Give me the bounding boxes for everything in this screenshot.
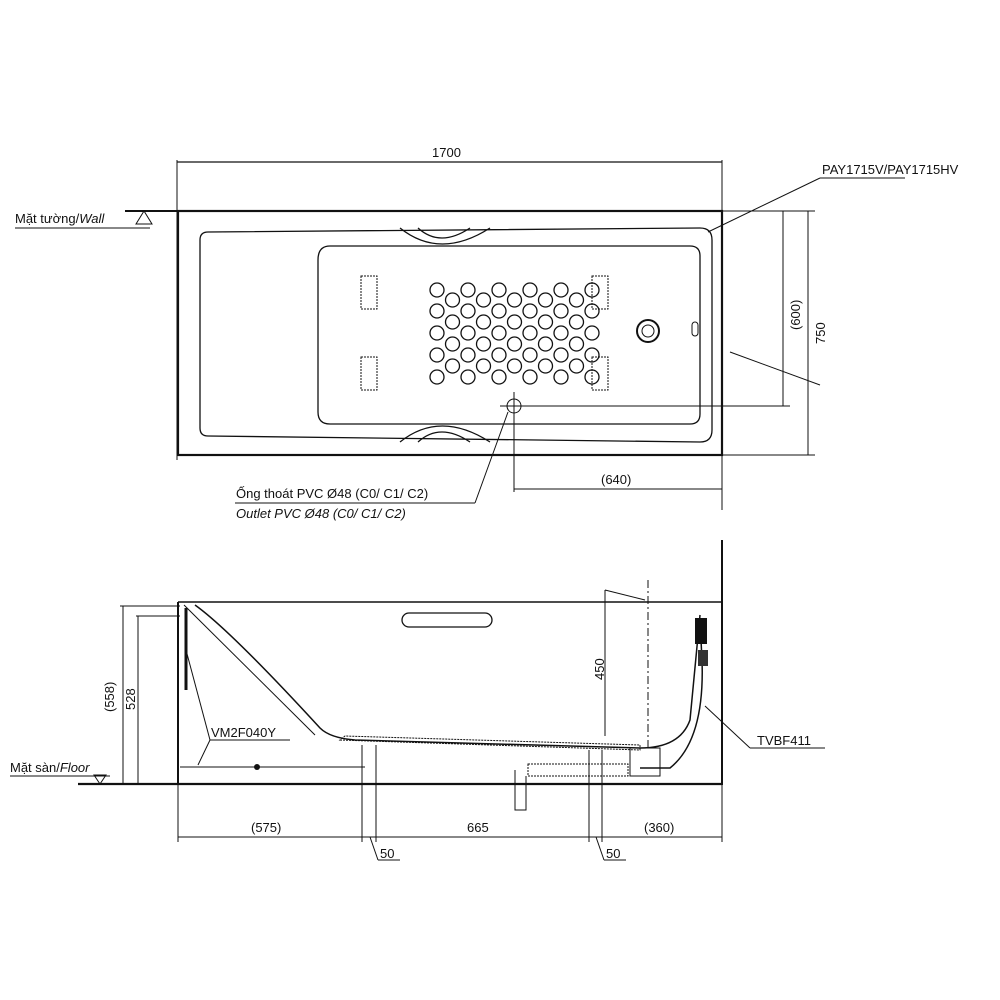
dimension-left: (575) xyxy=(251,820,281,835)
anti-slip-dot xyxy=(568,336,585,352)
anti-slip-dot xyxy=(537,314,554,330)
drain-overflow-pipe xyxy=(640,619,703,769)
anti-slip-dot xyxy=(460,325,476,341)
anti-slip-dot xyxy=(584,282,600,298)
anti-slip-dot xyxy=(491,282,507,298)
anti-slip-dot xyxy=(584,369,600,385)
anti-slip-dot xyxy=(444,292,461,308)
anti-slip-dot xyxy=(460,282,476,298)
top-view: 1700 Mặt tường/Wall PAY1715V/PAY1715HV xyxy=(15,145,959,521)
anti-slip-dot xyxy=(568,314,585,330)
anti-slip-dot xyxy=(444,358,461,374)
anti-slip-dot xyxy=(491,303,507,319)
anti-slip-dot xyxy=(475,336,492,352)
anti-slip-dot xyxy=(475,358,492,374)
overflow-inner-icon xyxy=(641,324,655,338)
anti-slip-dot xyxy=(568,358,585,374)
anti-slip-dot xyxy=(506,314,523,330)
anti-slip-dot xyxy=(506,336,523,352)
anti-slip-dot xyxy=(491,347,507,363)
trap-fitting xyxy=(629,747,661,777)
drain-outlet-pipe xyxy=(514,770,527,811)
tub-rim xyxy=(199,227,713,443)
anti-slip-dot xyxy=(522,347,538,363)
anti-slip-dot xyxy=(444,314,461,330)
faucet-hole xyxy=(691,321,699,337)
leg-width-dimension-1: 50 xyxy=(380,846,394,861)
tub-bottom-reinforcement xyxy=(338,735,641,751)
anti-slip-dot xyxy=(429,369,445,385)
anti-slip-dot xyxy=(522,325,538,341)
anti-slip-dot xyxy=(522,282,538,298)
dimension-right: (360) xyxy=(644,820,674,835)
anti-slip-dot xyxy=(460,369,476,385)
outlet-label-vi: Ống thoát PVC Ø48 (C0/ C1/ C2) xyxy=(236,486,428,501)
width-dimension: 1700 xyxy=(432,145,461,160)
anti-slip-dot xyxy=(429,303,445,319)
anti-slip-dot xyxy=(584,325,600,341)
depth-dimension: 750 xyxy=(813,322,828,344)
drain-part-label: TVBF411 xyxy=(757,733,811,748)
handle-bottom xyxy=(399,425,491,443)
floor-marker-icon xyxy=(93,774,107,785)
outlet-label-en: Outlet PVC Ø48 (C0/ C1/ C2) xyxy=(236,506,406,521)
leg-part-label: VM2F040Y xyxy=(211,725,276,740)
leg-width-dimension-2: 50 xyxy=(606,846,620,861)
anti-slip-dot xyxy=(568,292,585,308)
handle-top xyxy=(399,227,491,245)
anti-slip-dot xyxy=(429,282,445,298)
anti-slip-pad xyxy=(591,356,609,391)
anti-slip-dot xyxy=(537,292,554,308)
anti-slip-pad xyxy=(591,275,609,310)
anti-slip-dot xyxy=(460,303,476,319)
anti-slip-dot xyxy=(491,325,507,341)
dimension-middle: 665 xyxy=(467,820,489,835)
anti-slip-dot xyxy=(444,336,461,352)
anti-slip-dot xyxy=(491,369,507,385)
anti-slip-dot xyxy=(553,303,569,319)
handle-slot xyxy=(401,612,493,628)
anti-slip-dot xyxy=(553,347,569,363)
anti-slip-dot xyxy=(475,292,492,308)
anti-slip-pad xyxy=(360,275,378,310)
anti-slip-dot xyxy=(429,347,445,363)
anti-slip-dot xyxy=(506,358,523,374)
anti-slip-dot xyxy=(537,336,554,352)
anti-slip-dot xyxy=(553,325,569,341)
tub-profile xyxy=(194,604,701,749)
drain-hose xyxy=(527,763,629,777)
inner-height-dimension: 450 xyxy=(592,658,607,680)
anti-slip-dot xyxy=(460,347,476,363)
anti-slip-dot xyxy=(522,303,538,319)
total-height-dimension: (558) xyxy=(102,682,117,712)
overflow-fitting-2 xyxy=(698,650,708,666)
anti-slip-dot xyxy=(475,314,492,330)
wall-label: Mặt tường/Wall xyxy=(15,211,105,226)
wall-marker-icon xyxy=(135,210,153,225)
inner-depth-dimension: (600) xyxy=(788,300,803,330)
anti-slip-dot xyxy=(506,292,523,308)
support-line xyxy=(183,604,316,736)
anti-slip-dot xyxy=(522,369,538,385)
anti-slip-dot-pattern xyxy=(429,282,600,385)
anti-slip-dot xyxy=(553,369,569,385)
floor-label: Mặt sàn/Floor xyxy=(10,760,90,775)
height-dimension: 528 xyxy=(123,688,138,710)
leg-bolt xyxy=(254,764,260,770)
side-view: (558) 528 450 Mặt sàn/Floor VM2F040Y TVB… xyxy=(10,540,825,861)
anti-slip-dot xyxy=(584,303,600,319)
anti-slip-dot xyxy=(584,347,600,363)
anti-slip-pad xyxy=(360,356,378,391)
leg-extension-lines xyxy=(177,745,723,842)
outlet-offset-dimension: (640) xyxy=(601,472,631,487)
overflow-fitting xyxy=(695,618,707,644)
anti-slip-dot xyxy=(537,358,554,374)
anti-slip-dot xyxy=(553,282,569,298)
tub-outline xyxy=(176,209,724,457)
model-label: PAY1715V/PAY1715HV xyxy=(822,162,959,177)
tub-basin xyxy=(317,245,701,425)
anti-slip-dot xyxy=(429,325,445,341)
overflow-icon xyxy=(636,319,660,343)
